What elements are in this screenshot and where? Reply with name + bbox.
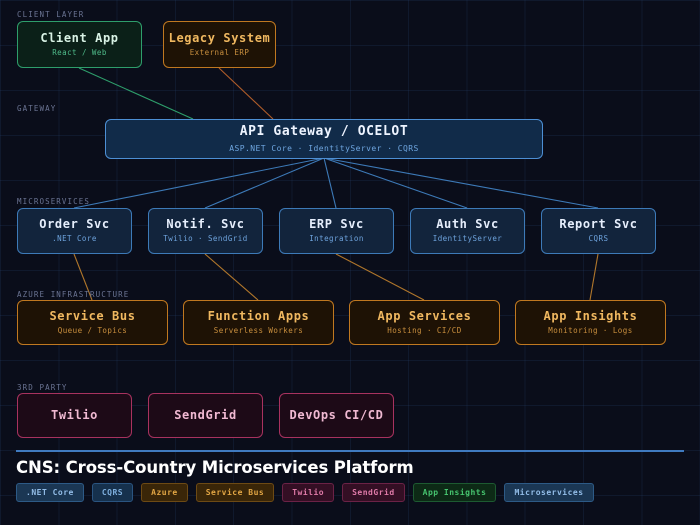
wire-gateway-to-auth-svc bbox=[323, 157, 468, 209]
layer-label-third-party: 3RD PARTY bbox=[17, 383, 68, 392]
node-notif-svc-subtitle: Twilio · SendGrid bbox=[163, 234, 248, 244]
node-auth-svc-title: Auth Svc bbox=[436, 217, 499, 232]
tag-app-insights[interactable]: App Insights bbox=[412, 483, 497, 502]
node-devops-cicd-title: DevOps CI/CD bbox=[289, 408, 384, 422]
node-service-bus-subtitle: Queue / Topics bbox=[57, 325, 128, 335]
wire-legacy-system-to-gateway bbox=[218, 67, 274, 120]
tag-dotnet-core[interactable]: .NET Core bbox=[16, 483, 84, 502]
wire-gateway-to-order-svc bbox=[73, 157, 325, 209]
node-service-bus[interactable]: Service Bus Queue / Topics bbox=[17, 300, 168, 345]
layer-label-microservices: MICROSERVICES bbox=[17, 197, 90, 206]
node-app-services-title: App Services bbox=[377, 308, 472, 323]
tag-list: .NET Core CQRS Azure Service Bus Twilio … bbox=[16, 483, 594, 502]
tag-sendgrid[interactable]: SendGrid bbox=[342, 483, 405, 502]
node-app-insights-title: App Insights bbox=[543, 308, 638, 323]
node-legacy-system[interactable]: Legacy System External ERP bbox=[163, 21, 276, 68]
node-client-app[interactable]: Client App React / Web bbox=[17, 21, 142, 68]
node-app-services[interactable]: App Services Hosting · CI/CD bbox=[349, 300, 500, 345]
wire-report-svc-to-app-insights bbox=[589, 253, 599, 301]
wire-client-app-to-gateway bbox=[78, 67, 194, 120]
node-app-insights[interactable]: App Insights Monitoring · Logs bbox=[515, 300, 666, 345]
node-sendgrid-title: SendGrid bbox=[174, 408, 237, 422]
layer-label-gateway: GATEWAY bbox=[17, 104, 57, 113]
node-app-insights-subtitle: Monitoring · Logs bbox=[548, 325, 633, 335]
node-legacy-system-title: Legacy System bbox=[168, 30, 271, 45]
node-service-bus-title: Service Bus bbox=[49, 308, 136, 323]
tag-microservices[interactable]: Microservices bbox=[504, 483, 594, 502]
tag-azure[interactable]: Azure bbox=[141, 483, 188, 502]
tag-cqrs[interactable]: CQRS bbox=[91, 483, 134, 502]
node-notif-svc-title: Notif. Svc bbox=[166, 217, 245, 232]
node-auth-svc[interactable]: Auth Svc IdentityServer bbox=[410, 208, 525, 254]
layer-label-client: CLIENT LAYER bbox=[17, 10, 85, 19]
node-order-svc-subtitle: .NET Core bbox=[52, 234, 97, 244]
node-function-apps-title: Function Apps bbox=[207, 308, 310, 323]
node-notif-svc[interactable]: Notif. Svc Twilio · SendGrid bbox=[148, 208, 263, 254]
node-api-gateway[interactable]: API Gateway / OCELOT ASP.NET Core · Iden… bbox=[105, 119, 543, 159]
node-api-gateway-title: API Gateway / OCELOT bbox=[239, 124, 409, 140]
wire-erp-svc-to-app-services bbox=[335, 253, 425, 301]
node-report-svc-title: Report Svc bbox=[559, 217, 638, 232]
wire-gateway-to-report-svc bbox=[323, 157, 599, 209]
node-legacy-system-subtitle: External ERP bbox=[189, 47, 250, 57]
wire-gateway-to-notif-svc bbox=[204, 157, 325, 209]
node-client-app-title: Client App bbox=[40, 30, 119, 45]
footer-divider bbox=[16, 450, 684, 452]
node-client-app-subtitle: React / Web bbox=[52, 47, 107, 57]
wire-notif-svc-to-function-apps bbox=[204, 253, 259, 301]
node-report-svc-subtitle: CQRS bbox=[588, 234, 609, 244]
page-title: CNS: Cross-Country Microservices Platfor… bbox=[16, 458, 414, 477]
node-order-svc[interactable]: Order Svc .NET Core bbox=[17, 208, 132, 254]
node-function-apps[interactable]: Function Apps Serverless Workers bbox=[183, 300, 334, 345]
layer-label-azure: AZURE INFRASTRUCTURE bbox=[17, 290, 130, 299]
node-auth-svc-subtitle: IdentityServer bbox=[432, 234, 503, 244]
node-erp-svc-title: ERP Svc bbox=[309, 217, 364, 232]
node-twilio-title: Twilio bbox=[51, 408, 98, 422]
node-erp-svc-subtitle: Integration bbox=[309, 234, 364, 244]
node-app-services-subtitle: Hosting · CI/CD bbox=[387, 325, 462, 335]
node-report-svc[interactable]: Report Svc CQRS bbox=[541, 208, 656, 254]
node-devops-cicd[interactable]: DevOps CI/CD bbox=[279, 393, 394, 438]
node-api-gateway-subtitle: ASP.NET Core · IdentityServer · CQRS bbox=[229, 143, 419, 153]
node-twilio[interactable]: Twilio bbox=[17, 393, 132, 438]
tag-twilio[interactable]: Twilio bbox=[282, 483, 335, 502]
node-order-svc-title: Order Svc bbox=[39, 217, 110, 232]
tag-service-bus[interactable]: Service Bus bbox=[195, 483, 275, 502]
node-erp-svc[interactable]: ERP Svc Integration bbox=[279, 208, 394, 254]
wire-gateway-to-erp-svc bbox=[323, 157, 337, 209]
node-sendgrid[interactable]: SendGrid bbox=[148, 393, 263, 438]
node-function-apps-subtitle: Serverless Workers bbox=[213, 325, 304, 335]
